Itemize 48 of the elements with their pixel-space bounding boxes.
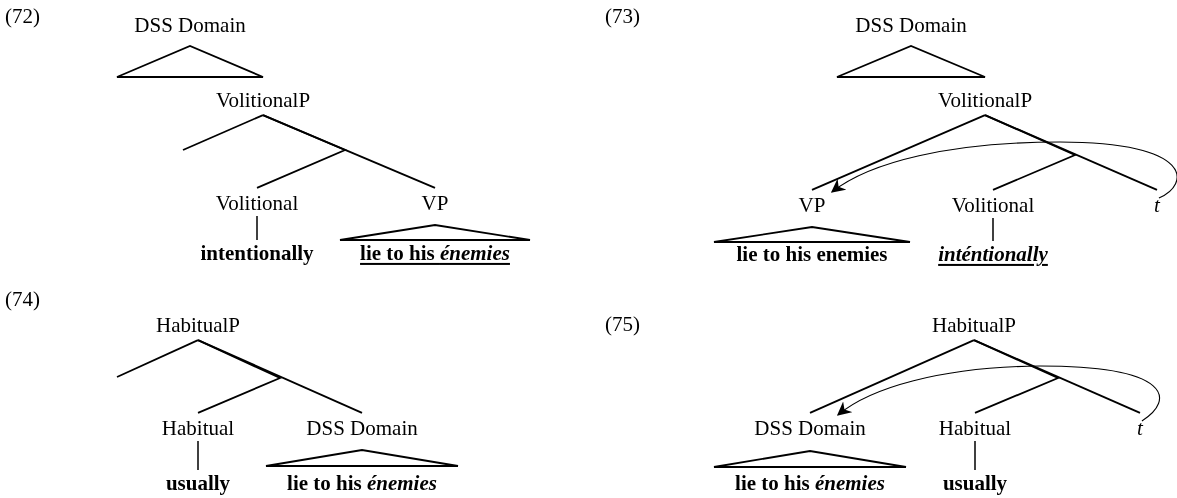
tree-stem	[992, 217, 994, 242]
category-label: VolitionalP	[213, 84, 313, 116]
example-number: (75)	[605, 312, 640, 337]
example-number: (73)	[605, 4, 640, 29]
category-label: Habitual	[936, 412, 1014, 444]
roof-triangle	[837, 46, 985, 77]
word-label: lie to his enemies	[734, 238, 890, 270]
movement-arrow	[836, 365, 1161, 422]
roof-triangle	[714, 451, 906, 467]
category-label: Volitional	[949, 189, 1037, 221]
tree-branch	[262, 114, 436, 189]
tree-branch	[811, 114, 986, 191]
tree-stem	[974, 440, 976, 471]
tree-branch	[809, 339, 975, 414]
tree-branch	[182, 114, 264, 151]
tree-branch	[197, 339, 363, 414]
category-label: HabitualP	[930, 309, 1018, 341]
category-label: DSS Domain	[132, 9, 248, 41]
category-label: DSS Domain	[304, 412, 420, 444]
tree-stem	[197, 440, 199, 471]
word-label: intentionally	[198, 237, 316, 269]
category-label: DSS Domain	[752, 412, 868, 444]
roof-triangle	[266, 450, 458, 466]
trace-label: t	[1135, 412, 1145, 444]
example-number: (72)	[5, 4, 40, 29]
trace-label: t	[1152, 189, 1162, 221]
word-label: lie to his énemies	[733, 467, 887, 498]
word-label: inténtionally	[936, 238, 1050, 270]
word-label: lie to his énemies	[285, 467, 439, 498]
tree-branch	[973, 339, 1141, 414]
roof-triangle	[714, 227, 910, 242]
category-label: Habitual	[159, 412, 237, 444]
example-number: (74)	[5, 287, 40, 312]
word-label: usually	[163, 467, 233, 498]
tree-branch	[116, 339, 199, 378]
category-label: Volitional	[213, 187, 301, 219]
category-label: VP	[796, 189, 828, 221]
word-label: usually	[940, 467, 1010, 498]
tree-stem	[256, 215, 258, 241]
roof-triangle	[117, 46, 263, 77]
word-label: lie to his énemies	[358, 237, 512, 269]
tree-branch	[984, 114, 1158, 191]
roof-triangle	[340, 225, 530, 240]
category-label: DSS Domain	[853, 9, 969, 41]
category-label: VolitionalP	[935, 84, 1035, 116]
category-label: HabitualP	[154, 309, 242, 341]
movement-arrow	[830, 141, 1177, 199]
category-label: VP	[419, 187, 451, 219]
